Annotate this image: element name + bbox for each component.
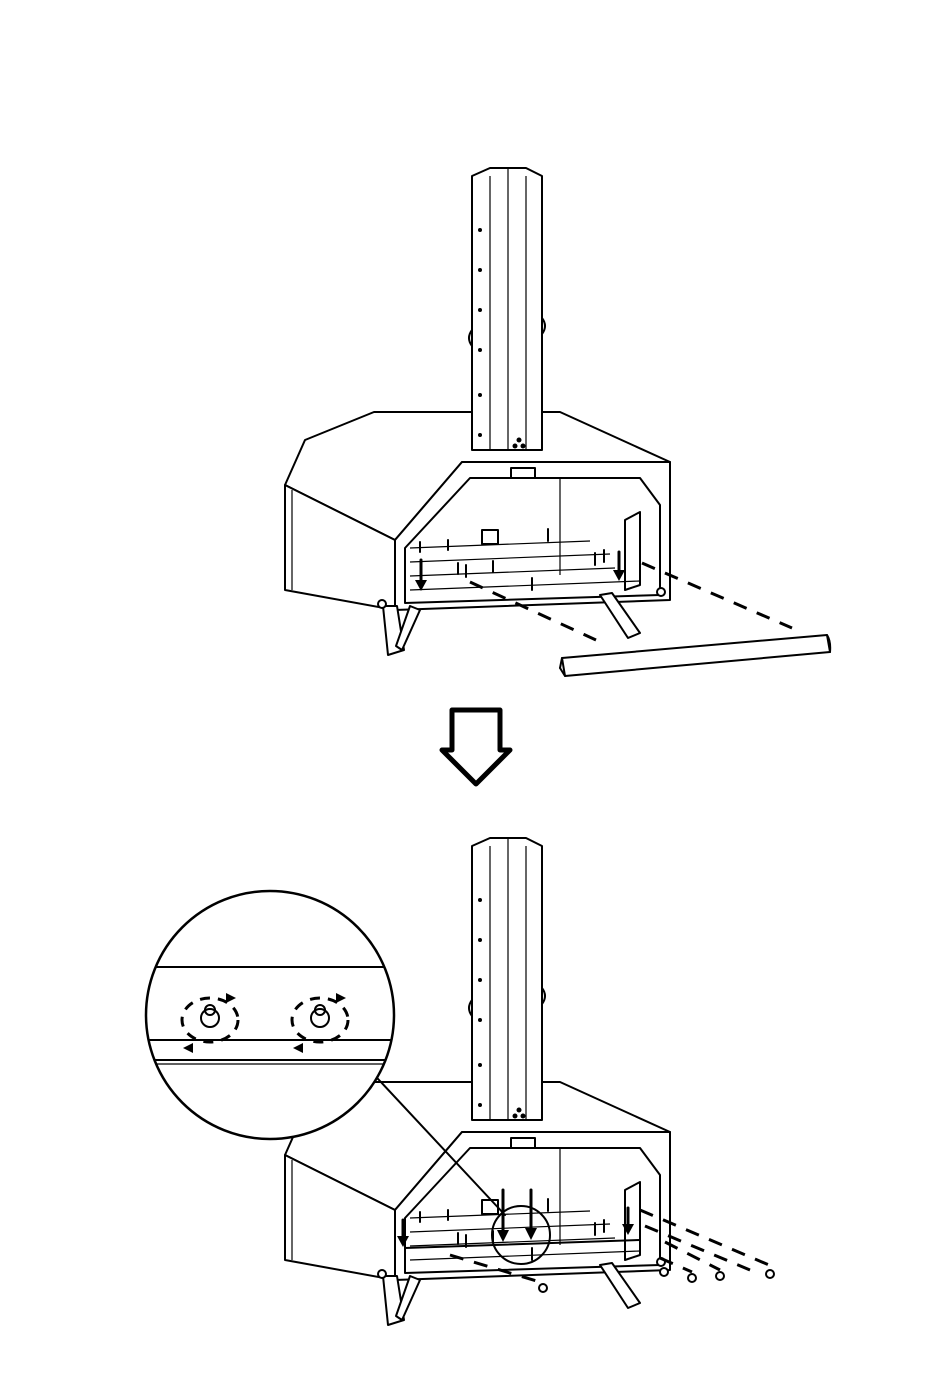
down-arrow-icon (442, 710, 510, 784)
step-1-illustration (285, 168, 830, 676)
pizza-oven-step-1 (285, 168, 670, 655)
front-bar-part (560, 635, 830, 676)
